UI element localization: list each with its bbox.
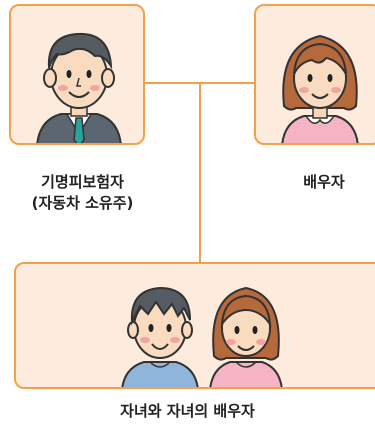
insured-box xyxy=(9,4,145,145)
insured-label-line2: (자동차 소유주) xyxy=(31,194,134,212)
girl-icon xyxy=(209,286,283,387)
man-in-suit-icon xyxy=(36,32,122,143)
children-box xyxy=(14,262,375,389)
insured-label: 기명피보험자 (자동차 소유주) xyxy=(0,172,165,214)
spouse-label: 배우자 xyxy=(303,173,345,191)
boy-icon xyxy=(121,286,199,387)
spouse-box xyxy=(254,4,375,145)
insured-label-line1: 기명피보험자 xyxy=(41,173,124,191)
woman-icon xyxy=(281,34,359,143)
children-label: 자녀와 자녀의 배우자 xyxy=(120,402,255,420)
